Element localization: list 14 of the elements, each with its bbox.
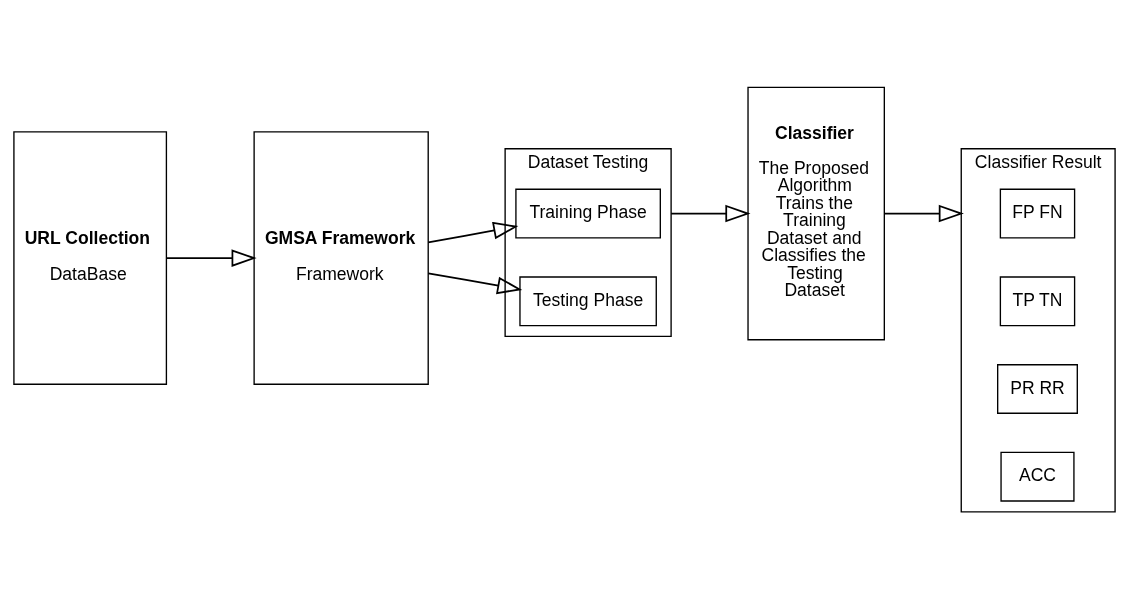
arrow: [427, 221, 519, 243]
node-box: ACC: [1000, 451, 1075, 502]
node-box: FP FN: [999, 188, 1076, 239]
node-box: Training Phase: [515, 188, 661, 239]
node-box: Testing Phase: [519, 275, 657, 326]
node-box: Classifier The Proposed Algorithm Trains the Training Dataset and Classifies the Testing Dataset: [747, 86, 885, 340]
node-box: PR RR: [997, 363, 1078, 414]
arrow: [670, 204, 751, 222]
node-box: GMSA Framework Framework: [253, 130, 429, 385]
node-box: TP TN: [999, 275, 1076, 326]
node-box: URL Collection DataBase: [13, 130, 168, 385]
arrow: [884, 204, 964, 222]
arrow: [165, 248, 257, 267]
arrow: [427, 271, 523, 294]
